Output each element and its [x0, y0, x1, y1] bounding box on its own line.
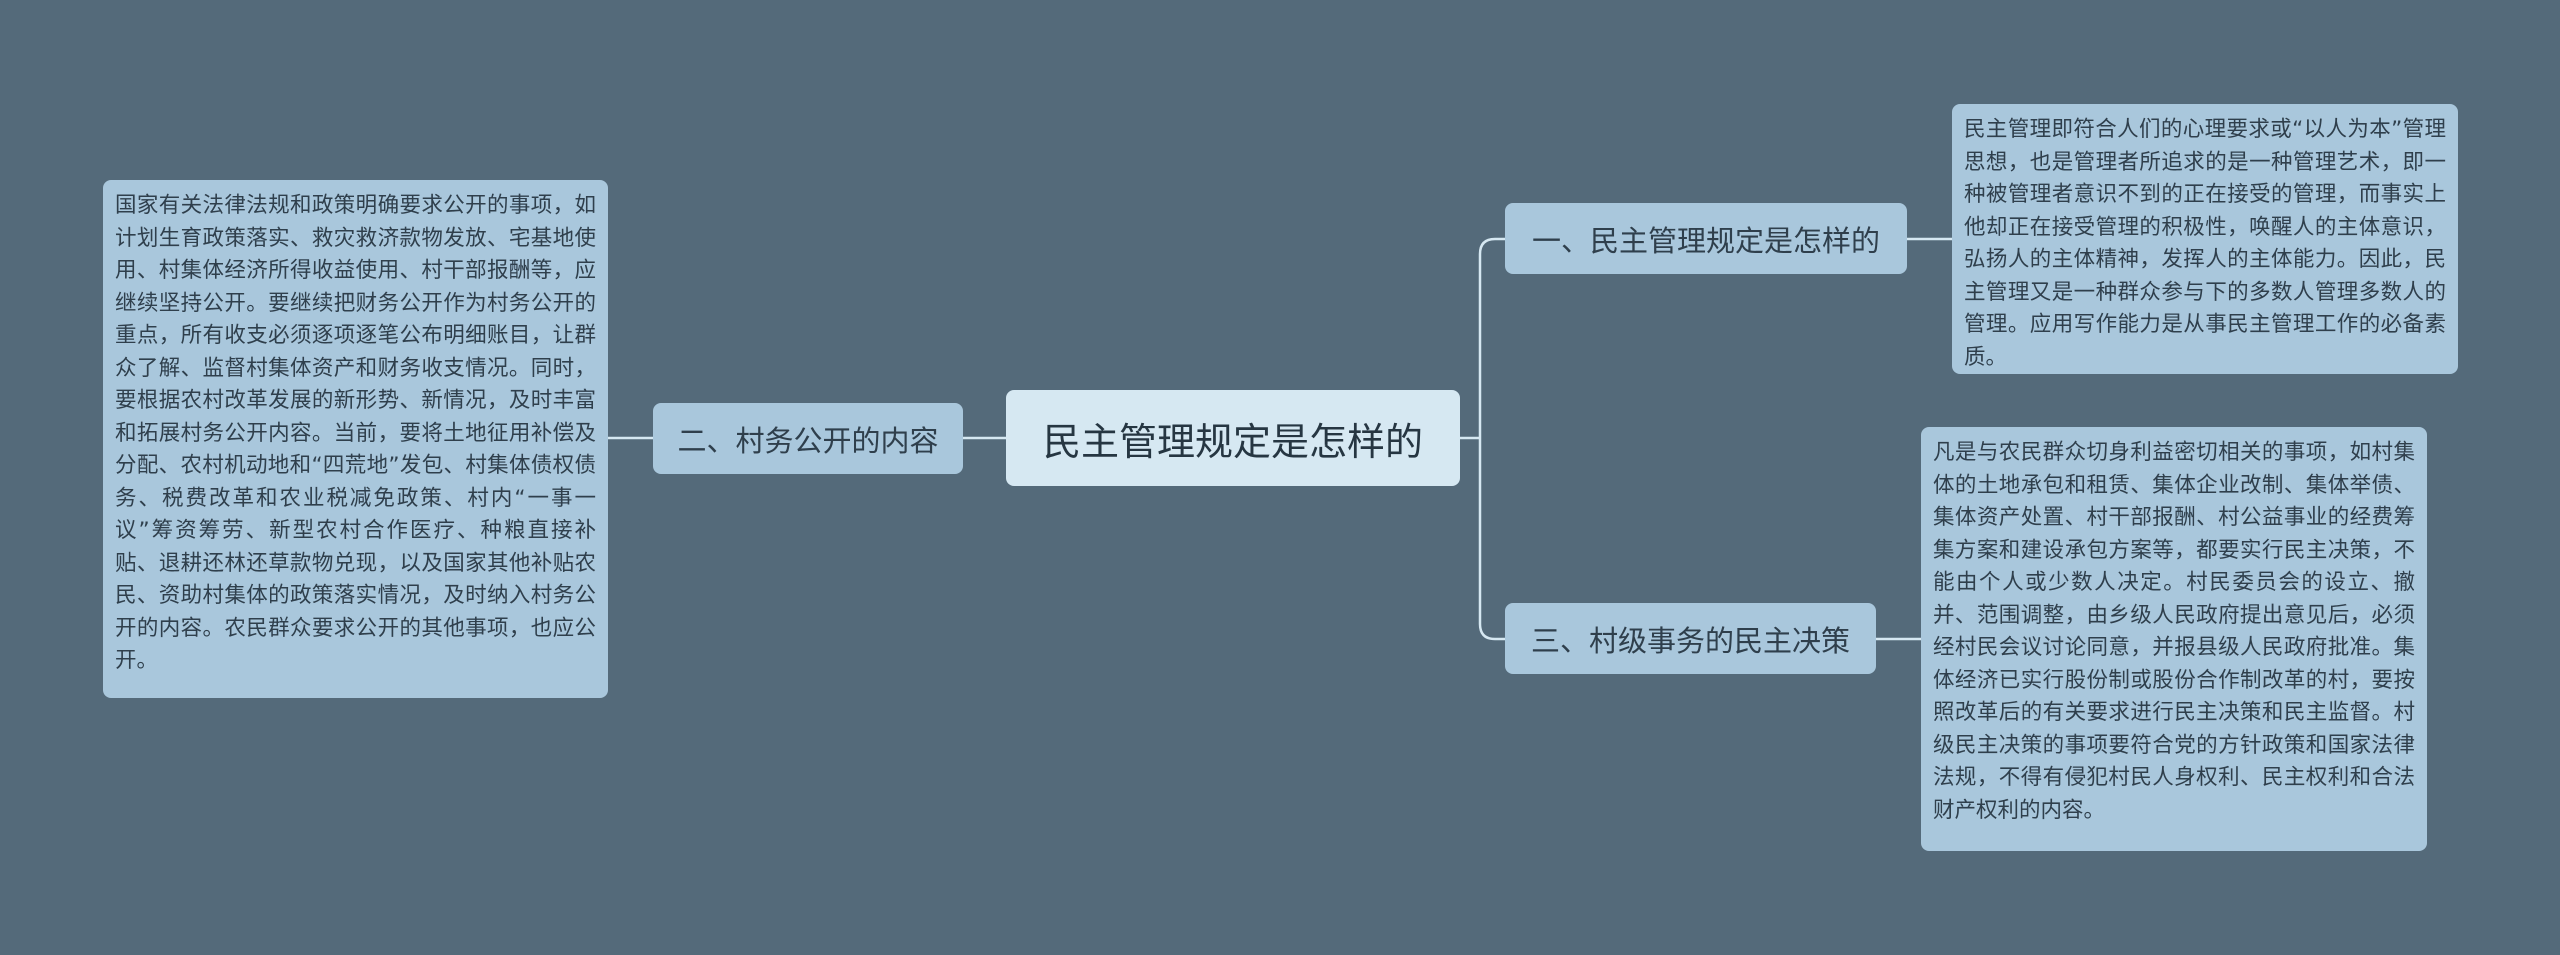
branch-topic-3[interactable]: 三、村级事务的民主决策: [1505, 603, 1876, 674]
root-topic[interactable]: 民主管理规定是怎样的: [1006, 390, 1460, 486]
connector-root-to-branch-1: [1478, 237, 1505, 438]
connector-root-to-branch-3: [1478, 438, 1505, 641]
detail-note-3[interactable]: 凡是与农民群众切身利益密切相关的事项，如村集体的土地承包和租赁、集体企业改制、集…: [1921, 427, 2427, 851]
branch-topic-2[interactable]: 二、村务公开的内容: [653, 403, 963, 474]
detail-note-1[interactable]: 民主管理即符合人们的心理要求或“以人为本”管理思想，也是管理者所追求的是一种管理…: [1952, 104, 2458, 374]
branch-topic-1[interactable]: 一、民主管理规定是怎样的: [1505, 203, 1907, 274]
detail-note-2[interactable]: 国家有关法律法规和政策明确要求公开的事项，如计划生育政策落实、救灾救济款物发放、…: [103, 180, 608, 698]
